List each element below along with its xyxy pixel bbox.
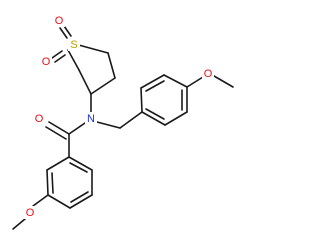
bond-lines xyxy=(12,25,234,230)
bond-n-ch2 xyxy=(96,121,121,129)
bond-r1-b xyxy=(140,74,165,89)
bond-c3-c4 xyxy=(90,77,116,95)
atom-label-amide-nitrogen: N xyxy=(87,113,95,125)
bond-r1-a xyxy=(140,87,143,113)
bond-r1-inner-3 xyxy=(145,108,165,120)
bond-r1-inner-1 xyxy=(145,80,165,92)
bond-r2-b xyxy=(46,169,49,196)
bond-s-o-left-b xyxy=(54,54,66,63)
bond-r1-e xyxy=(164,111,188,126)
bond-r1-c xyxy=(163,74,188,88)
bond-r1-to-o xyxy=(186,76,204,88)
atom-label-sulfonyl-oxygen-left: O xyxy=(42,56,51,68)
bond-c2-c3 xyxy=(78,69,92,95)
bond-r2-inner-2 xyxy=(70,191,89,203)
bond-c4-c5 xyxy=(107,52,116,79)
bond-c5-s xyxy=(74,43,109,54)
atom-label-methoxy-oxygen-right: O xyxy=(204,68,213,80)
bond-s-o-left-a xyxy=(51,50,63,59)
bond-r2-inner-3 xyxy=(69,162,88,173)
atom-labels: S O O N O O O xyxy=(24,14,214,219)
atom-label-sulfonyl-oxygen-top: O xyxy=(55,15,64,27)
bond-r2-f xyxy=(68,156,93,171)
bond-c-o-b xyxy=(45,126,67,140)
bond-s-c2 xyxy=(67,49,80,71)
molecule-structure: S O O N O O O xyxy=(12,14,234,230)
bond-c-o-a xyxy=(48,121,70,135)
bond-r1-f xyxy=(141,111,166,126)
bond-r2-inner-1 xyxy=(51,172,54,194)
bond-s-o-top-b xyxy=(63,25,72,37)
bond-r2-a xyxy=(46,156,70,171)
bond-o-ch3-bottom xyxy=(12,218,26,230)
atom-label-sulfur: S xyxy=(70,39,77,51)
bond-o-ch3-right xyxy=(213,75,234,88)
atom-label-methoxy-oxygen-bottom: O xyxy=(26,207,35,219)
bond-r2-to-o xyxy=(32,194,49,207)
bond-n-carbonyl xyxy=(68,122,86,135)
bond-ch2-ring xyxy=(119,111,143,129)
bond-r2-c xyxy=(47,194,71,209)
atom-label-carbonyl-oxygen: O xyxy=(35,113,44,125)
bond-r2-d xyxy=(69,194,93,209)
bond-s-o-top-a xyxy=(59,27,68,39)
